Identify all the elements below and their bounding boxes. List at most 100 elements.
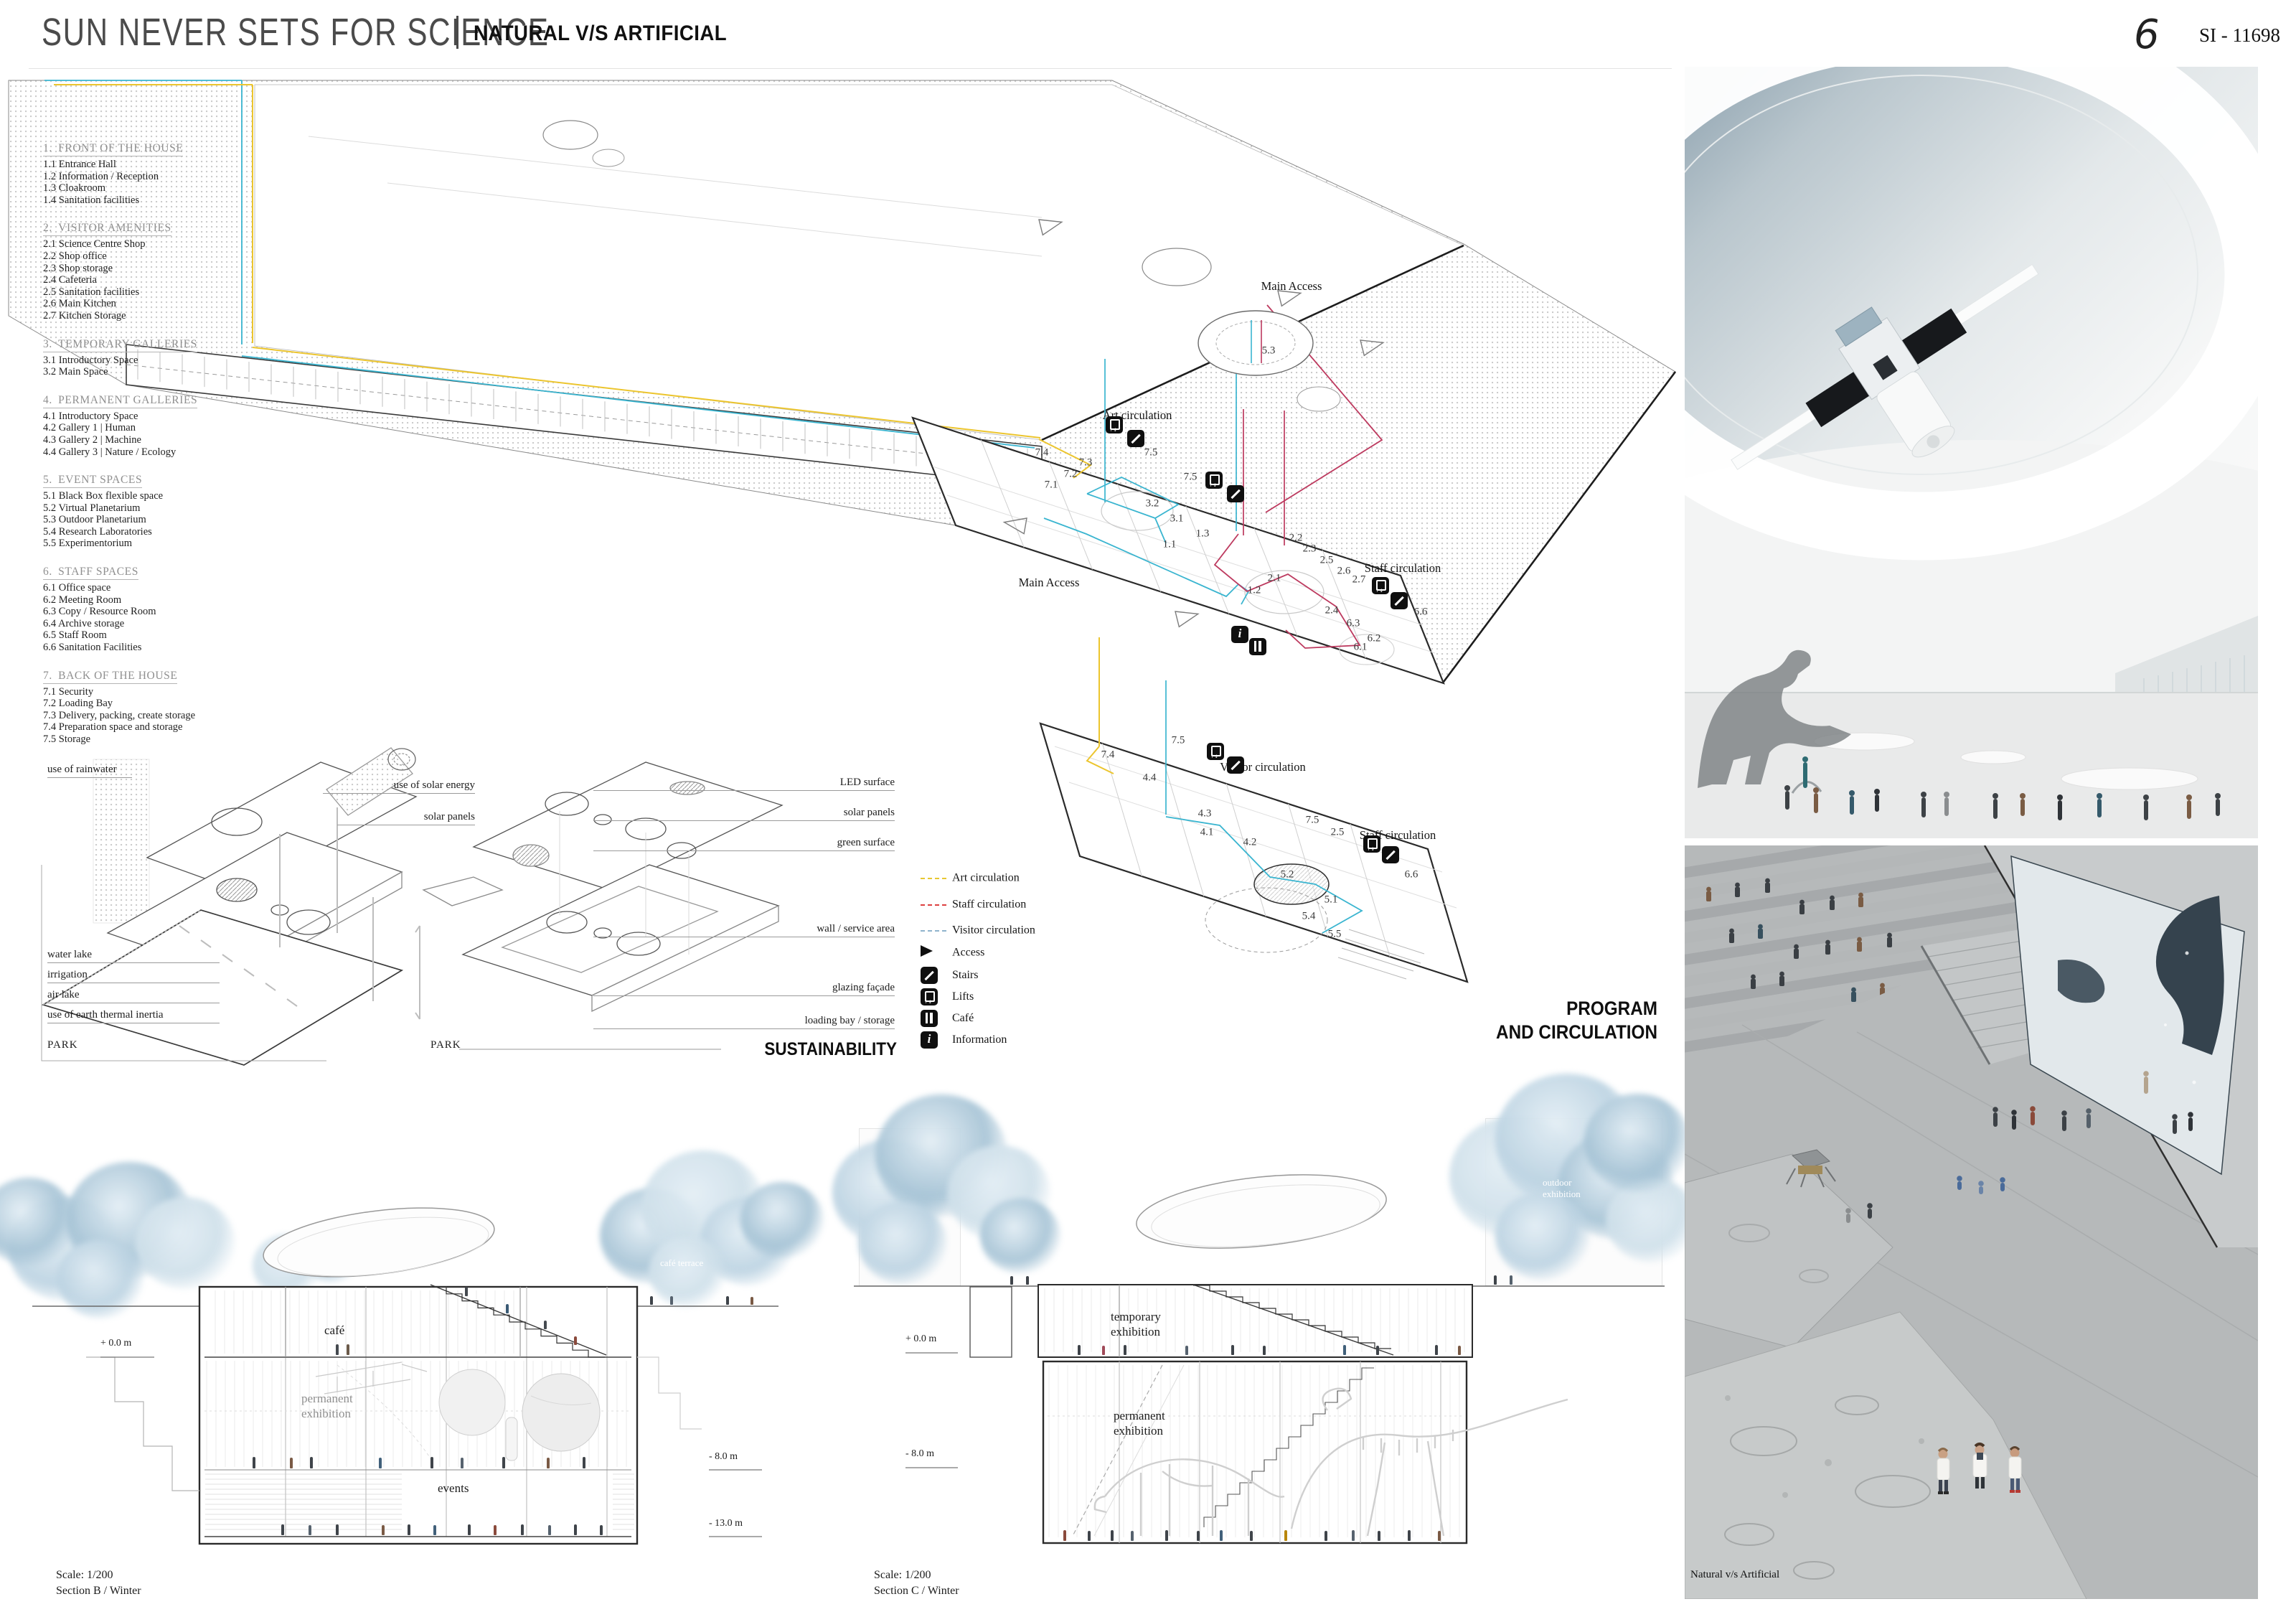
section-c-scale: Scale: 1/200 xyxy=(874,1569,931,1581)
program-item: 2.4 Cafeteria xyxy=(43,274,97,286)
axon-room-number: 5.5 xyxy=(1327,928,1342,940)
legend-swatch xyxy=(921,1031,952,1049)
legend-label: Café xyxy=(952,1012,974,1024)
program-item: 2.3 Shop storage xyxy=(43,262,113,274)
board-id: SI - 11698 xyxy=(2199,24,2280,46)
axon-room-number: 4.2 xyxy=(1243,836,1257,848)
stairs-icon xyxy=(1391,592,1408,609)
person-figure xyxy=(1220,1530,1223,1541)
stairs-icon xyxy=(1227,485,1244,502)
tree-blob xyxy=(740,1181,824,1259)
legend-label: Stairs xyxy=(952,969,979,981)
program-item: 6.4 Archive storage xyxy=(43,617,125,629)
section-b-terrace-label: café terrace xyxy=(660,1257,704,1268)
legend-row: Lifts xyxy=(921,988,974,1007)
sustain-right-diagram xyxy=(422,761,784,1050)
sustainability-label: irrigation xyxy=(47,969,220,983)
person-figure xyxy=(726,1296,729,1305)
legend-row: Information xyxy=(921,1031,1007,1050)
axon-room-number: 7.4 xyxy=(1035,446,1049,459)
legend-row: Staff circulation xyxy=(921,898,1026,917)
person-figure xyxy=(547,1458,550,1468)
person-figure xyxy=(506,1304,509,1313)
dash-swatch xyxy=(921,904,946,906)
tree-blob xyxy=(0,1178,76,1265)
person-figure xyxy=(461,1458,464,1468)
section-b-caption: Section B / Winter xyxy=(56,1585,141,1597)
tree-blob xyxy=(135,1196,235,1290)
person-figure xyxy=(574,1524,577,1535)
person-figure xyxy=(600,1525,603,1535)
info-icon xyxy=(1231,626,1248,643)
sustainability-label: water lake xyxy=(47,949,220,963)
program-section-title: 3. TEMPORARY GALLERIES xyxy=(43,338,197,352)
legend-swatch xyxy=(921,898,952,911)
dash-swatch xyxy=(921,877,946,879)
section-c-elev-mid: - 8.0 m xyxy=(905,1448,935,1459)
program-section-title: 5. EVENT SPACES xyxy=(43,474,143,489)
tree-blob xyxy=(1495,1192,1590,1280)
legend-row: Art circulation xyxy=(921,871,1020,890)
axon-room-number: 2.3 xyxy=(1302,543,1317,555)
section-c-outdoor-label: outdoor exhibition xyxy=(1543,1177,1581,1200)
sustainability-label: LED surface xyxy=(593,777,895,791)
program-item: 3.2 Main Space xyxy=(43,366,108,378)
tree-blob xyxy=(1584,1093,1690,1192)
sustainability-label: solar panels xyxy=(337,811,475,825)
sustainability-label: use of rainwater xyxy=(47,764,132,778)
render-exhibition-hall: Natural v/s Artificial xyxy=(1685,845,2258,1599)
axon-room-number: 1.1 xyxy=(1162,538,1177,550)
axon-room-number: 7.2 xyxy=(1063,468,1078,480)
person-figure xyxy=(1510,1275,1512,1285)
person-figure xyxy=(1435,1345,1438,1355)
program-item: 6.2 Meeting Room xyxy=(43,594,122,606)
program-item: 5.2 Virtual Planetarium xyxy=(43,502,141,514)
axon-room-number: 2.1 xyxy=(1267,572,1281,584)
lunar-lander xyxy=(1786,1149,1836,1188)
person-figure xyxy=(433,1525,436,1535)
program-section-title: 6. STAFF SPACES xyxy=(43,566,138,581)
axon-room-number: 2.4 xyxy=(1325,604,1339,617)
person-figure xyxy=(465,1287,468,1296)
program-section-title: 1. FRONT OF THE HOUSE xyxy=(43,142,184,156)
program-item: 5.4 Research Laboratories xyxy=(43,525,152,538)
program-item: 2.2 Shop office xyxy=(43,250,107,262)
program-item: 6.3 Copy / Resource Room xyxy=(43,606,156,618)
program-item: 6.6 Sanitation Facilities xyxy=(43,642,142,654)
axon-room-number: 6.6 xyxy=(1413,606,1428,618)
person-figure xyxy=(336,1524,339,1535)
legend-label: Information xyxy=(952,1033,1007,1046)
program-item: 7.4 Preparation space and storage xyxy=(43,721,183,733)
stairs-icon xyxy=(1382,846,1399,863)
lift-icon xyxy=(1207,743,1224,760)
axon-room-number: 2.6 xyxy=(1337,565,1351,577)
person-figure xyxy=(1063,1530,1066,1541)
program-item: 5.5 Experimentorium xyxy=(43,538,133,550)
person-figure xyxy=(1124,1345,1126,1355)
legend-row: Café xyxy=(921,1010,974,1028)
person-figure xyxy=(1378,1531,1380,1541)
person-figure xyxy=(650,1296,653,1305)
axon-room-number: 2.2 xyxy=(1289,532,1303,544)
person-figure xyxy=(1026,1276,1029,1285)
axon-level-lower xyxy=(1039,722,1469,983)
section-b-elev-low: - 13.0 m xyxy=(709,1518,743,1529)
program-item: 4.2 Gallery 1 | Human xyxy=(43,422,136,434)
sustainability-label: PARK xyxy=(47,1039,78,1051)
axon-room-number: 4.1 xyxy=(1200,826,1214,838)
program-section-title: 7. BACK OF THE HOUSE xyxy=(43,670,178,684)
person-figure xyxy=(382,1525,385,1535)
person-figure xyxy=(1185,1346,1188,1355)
tree-blob xyxy=(649,1236,726,1308)
tree-blob xyxy=(57,1239,144,1319)
legend-swatch xyxy=(921,924,952,937)
dinosaur-silhouette xyxy=(1698,650,1851,788)
lift-icon xyxy=(1372,577,1389,594)
program-item: 1.1 Entrance Hall xyxy=(43,159,116,170)
legend-row: Visitor circulation xyxy=(921,924,1035,942)
legend-swatch xyxy=(921,945,952,960)
